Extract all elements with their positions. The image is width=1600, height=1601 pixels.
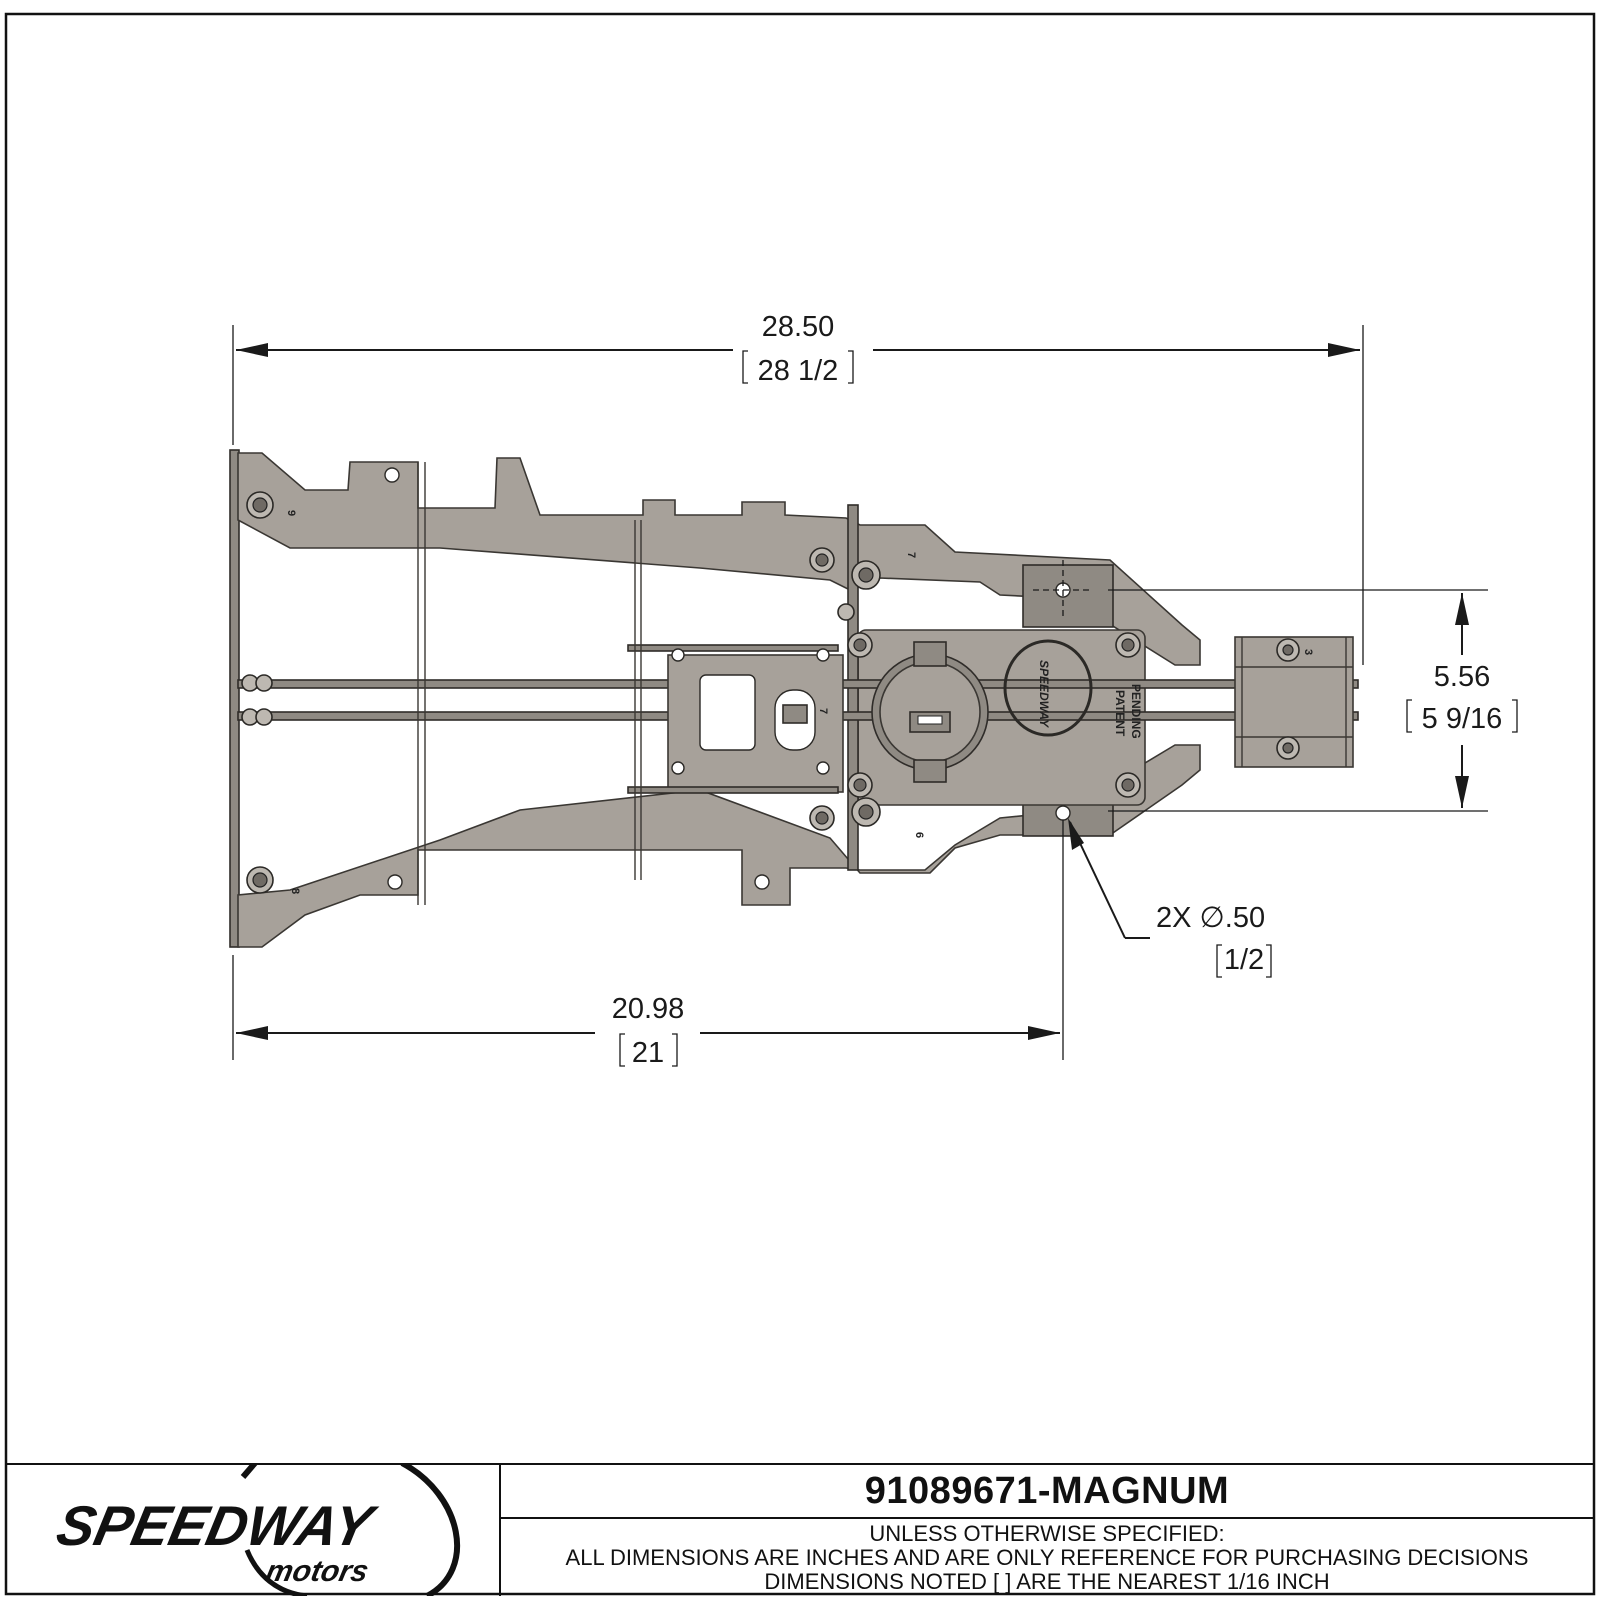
slider-window	[699, 674, 756, 751]
note-line: ALL DIMENSIONS ARE INCHES AND ARE ONLY R…	[565, 1544, 1529, 1570]
mounting-hole	[754, 874, 770, 890]
bolts	[241, 491, 1300, 894]
part-label: 6	[913, 832, 925, 838]
part-label: 9	[285, 510, 297, 516]
bolt	[1115, 632, 1141, 658]
engraved-patent-2: PENDING	[1129, 684, 1143, 739]
bolt	[246, 491, 274, 519]
mounting-hole	[384, 467, 400, 483]
hole-callout-fraction: 1/2	[1224, 944, 1264, 976]
logo-main-text: SPEEDWAY	[51, 1495, 383, 1557]
logo-cell: SPEEDWAY motors	[7, 1460, 501, 1599]
dimension-fraction: 5 9/16	[1422, 703, 1503, 735]
engraved-patent-1: PATENT	[1113, 690, 1127, 737]
dimension-value: 28.50	[762, 311, 835, 343]
dimension-fraction: 21	[632, 1037, 664, 1069]
notes-cell: UNLESS OTHERWISE SPECIFIED: ALL DIMENSIO…	[501, 1519, 1593, 1596]
bolt	[255, 674, 273, 692]
mounting-hole	[387, 874, 403, 890]
hole-callout-value: 2X ∅.50	[1156, 902, 1265, 934]
bolt	[1276, 736, 1300, 760]
bolt	[851, 797, 881, 827]
bolt	[1276, 638, 1300, 662]
part-number: 91089671-MAGNUM	[864, 1469, 1230, 1512]
title-block: SPEEDWAY motors 91089671-MAGNUM UNLESS O…	[7, 1460, 1593, 1599]
dimension-fraction: 28 1/2	[758, 355, 839, 387]
speedway-motors-logo: SPEEDWAY motors	[51, 1460, 461, 1599]
sheet-border	[4, 12, 1596, 1596]
dimension-value: 5.56	[1434, 661, 1490, 693]
dimension-hole-spacing: 20.98 21	[232, 820, 1064, 1069]
bolt	[255, 708, 273, 726]
note-line: UNLESS OTHERWISE SPECIFIED:	[869, 1520, 1225, 1546]
bolt	[851, 560, 881, 590]
note-line: DIMENSIONS NOTED [ ] ARE THE NEAREST 1/1…	[764, 1568, 1330, 1594]
dimension-value: 20.98	[612, 993, 685, 1025]
part-label: 8	[289, 888, 301, 894]
hole-callout: 2X ∅.50 1/2	[1068, 818, 1272, 978]
mount-tab-upper	[1022, 564, 1114, 628]
end-plate	[229, 449, 240, 948]
bolt	[837, 603, 855, 621]
bolt	[246, 866, 274, 894]
title-cell: 91089671-MAGNUM	[501, 1465, 1593, 1519]
bolt	[847, 772, 873, 798]
bolt	[809, 547, 835, 573]
part-label: 7	[817, 708, 829, 714]
bolt	[847, 632, 873, 658]
engraved-brand: SPEEDWAY	[1037, 660, 1051, 728]
bolt	[809, 805, 835, 831]
dimension-width: 5.56 5 9/16	[1108, 589, 1518, 812]
engraved-logo-ring	[1003, 639, 1093, 737]
bolt	[1115, 772, 1141, 798]
part-label: 3	[1302, 649, 1314, 655]
dimension-overall-length: 28.50 28 1/2	[232, 311, 1364, 665]
crossmember-assembly: SPEEDWAY PATENT PENDING	[229, 449, 1359, 948]
dimensioned-hole-lower	[1055, 805, 1071, 821]
part-label: 7	[905, 552, 917, 558]
logo-sub-text: motors	[263, 1555, 372, 1588]
